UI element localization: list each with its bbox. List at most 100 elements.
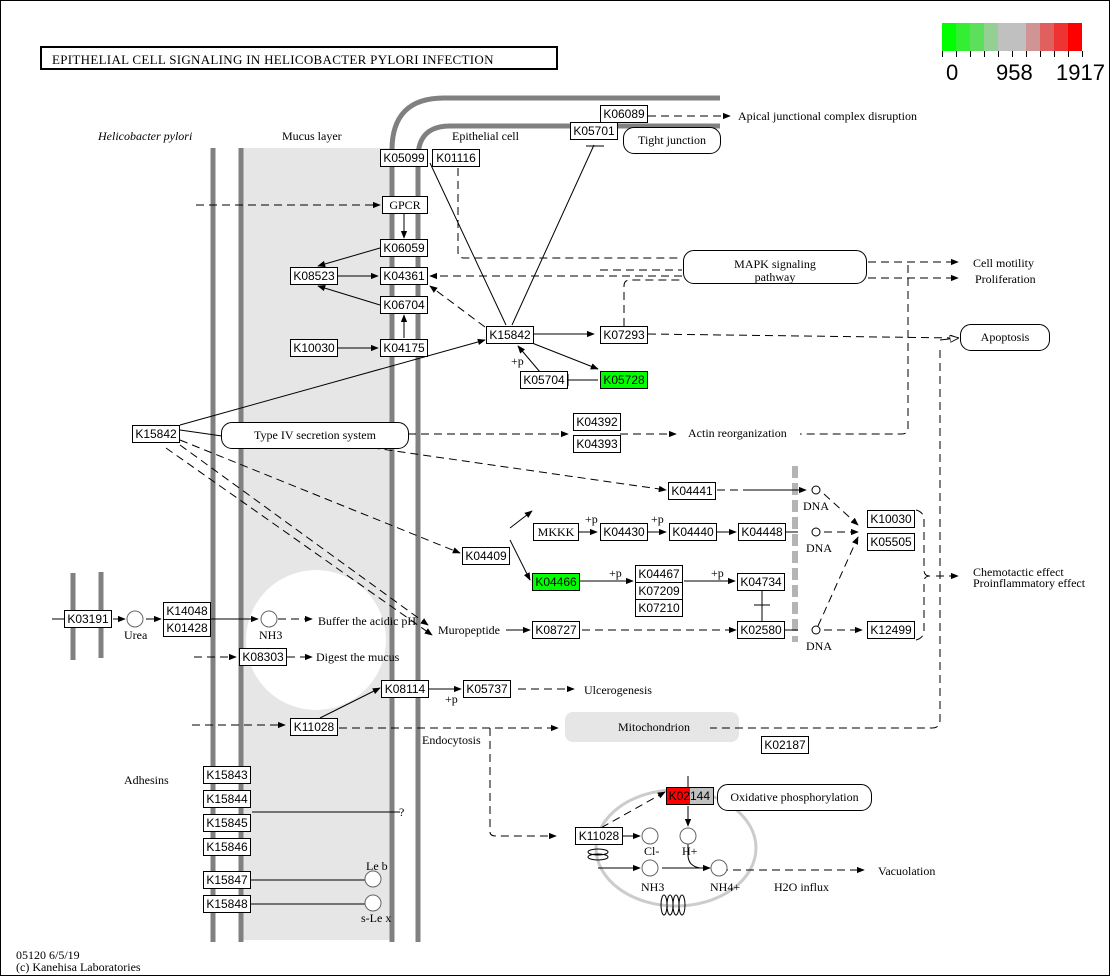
gene-node[interactable]: K15848 <box>203 895 251 913</box>
gene-node[interactable]: K04734 <box>737 573 785 591</box>
gene-node[interactable]: K04430 <box>600 523 648 541</box>
label-phosphorylation: +p <box>511 354 524 368</box>
footer-map-id: 05120 6/5/19 <box>16 948 80 962</box>
label-endocytosis: Endocytosis <box>422 733 481 747</box>
gene-node[interactable]: K15842 <box>132 425 180 443</box>
label-vacuolation: Vacuolation <box>878 864 936 878</box>
label-nh3-vacuole: NH3 <box>641 880 665 894</box>
legend-tick <box>998 51 999 57</box>
gene-node[interactable]: K05505 <box>867 533 915 551</box>
legend-swatch <box>1012 23 1026 51</box>
label-cell-motility: Cell motility <box>973 256 1035 270</box>
gene-node[interactable]: K04448 <box>738 523 786 541</box>
gene-node[interactable]: K08523 <box>290 267 338 285</box>
pathway-link-mapk[interactable]: MAPK signaling pathway <box>683 250 867 284</box>
legend-swatch <box>1054 23 1068 51</box>
gene-node[interactable]: K04440 <box>669 523 717 541</box>
legend-swatch <box>956 23 970 51</box>
gene-node[interactable]: K08114 <box>381 680 429 698</box>
gene-node[interactable]: K06704 <box>380 296 428 314</box>
gene-node[interactable]: K07210 <box>635 599 683 617</box>
gene-node[interactable]: K05737 <box>463 680 511 698</box>
label-phosphorylation: +p <box>651 512 664 526</box>
gene-node[interactable]: K05099 <box>380 149 428 167</box>
gene-node[interactable]: K05701 <box>570 122 618 140</box>
pathway-link-oxphos[interactable]: Oxidative phosphorylation <box>717 784 872 811</box>
gene-node[interactable]: K04175 <box>380 339 428 357</box>
label-digest-mucus: Digest the mucus <box>316 650 400 664</box>
legend-tick <box>1040 51 1041 57</box>
gene-node[interactable]: K14048 <box>163 602 211 620</box>
legend-tick <box>1054 51 1055 57</box>
gene-node[interactable]: K15843 <box>203 766 251 784</box>
gene-node[interactable]: K06059 <box>380 239 428 257</box>
label-dna: DNA <box>806 541 832 555</box>
gene-node[interactable]: K15842 <box>486 326 534 344</box>
gene-node[interactable]: K15844 <box>203 790 251 808</box>
legend-tick <box>1012 51 1013 57</box>
gene-node[interactable]: K04409 <box>462 547 510 565</box>
gene-node[interactable]: K01116 <box>432 149 480 167</box>
gene-node[interactable]: K08727 <box>532 621 580 639</box>
gene-node[interactable]: K11028 <box>290 718 338 736</box>
legend-swatch <box>998 23 1012 51</box>
pathway-link-type4-secretion[interactable]: Type IV secretion system <box>221 422 409 449</box>
gene-node[interactable]: GPCR <box>382 196 428 214</box>
label-nh4: NH4+ <box>710 880 741 894</box>
pathway-link-apoptosis[interactable]: Apoptosis <box>960 324 1050 351</box>
gene-node[interactable]: K10030 <box>290 339 338 357</box>
gene-node[interactable]: K04393 <box>573 435 621 453</box>
gene-node[interactable]: K10030 <box>867 510 915 528</box>
gene-node[interactable]: K15846 <box>203 838 251 856</box>
gene-node[interactable]: MKKK <box>533 523 579 541</box>
k02144-neutral-segment: 144 <box>690 788 713 804</box>
gene-node[interactable]: K07293 <box>600 326 648 344</box>
gene-node[interactable]: K04467 <box>635 565 683 583</box>
mapk-label-line1: MAPK signaling <box>734 257 816 271</box>
region-helicobacter: Helicobacter pylori <box>98 129 193 143</box>
gene-node[interactable]: K02187 <box>761 736 809 754</box>
gene-node-highlighted[interactable]: K04466 <box>532 573 580 591</box>
region-adhesins: Adhesins <box>124 773 169 787</box>
legend-tick <box>942 51 943 57</box>
legend-swatch <box>1040 23 1054 51</box>
label-h2o-influx: H2O influx <box>774 880 829 894</box>
legend-tick <box>1082 51 1083 57</box>
gene-node[interactable]: K15847 <box>203 871 251 889</box>
legend-swatch <box>970 23 984 51</box>
label-phosphorylation: +p <box>609 566 622 580</box>
gene-node[interactable]: K07209 <box>635 582 683 600</box>
gene-node[interactable]: K04392 <box>573 413 621 431</box>
legend-tick <box>956 51 957 57</box>
gene-node[interactable]: K08303 <box>239 648 287 666</box>
gene-node[interactable]: K04441 <box>668 482 716 500</box>
gene-node-split[interactable]: K02 144 <box>666 787 714 805</box>
gene-node[interactable]: K12499 <box>867 621 915 639</box>
label-proinflammatory: Proinflammatory effect <box>973 576 1086 590</box>
pathway-title: EPITHELIAL CELL SIGNALING IN HELICOBACTE… <box>40 46 558 70</box>
gene-node-highlighted[interactable]: K05728 <box>600 371 648 389</box>
gene-node[interactable]: K02580 <box>737 621 785 639</box>
gene-node[interactable]: K03191 <box>64 610 112 628</box>
label-sialyl-lewis-x: s-Le x <box>361 911 392 925</box>
pathway-link-tight-junction[interactable]: Tight junction <box>623 127 721 154</box>
label-proliferation: Proliferation <box>975 272 1036 286</box>
gene-node[interactable]: K15845 <box>203 814 251 832</box>
label-dna: DNA <box>806 639 832 653</box>
legend-min: 0 <box>946 60 959 85</box>
gene-node[interactable]: K04361 <box>380 267 428 285</box>
mapk-label-line2: pathway <box>754 270 796 284</box>
footer-copyright: (c) Kanehisa Laboratories <box>16 960 141 974</box>
gene-node[interactable]: K05704 <box>520 371 568 389</box>
gene-node[interactable]: K01428 <box>163 619 211 637</box>
pathway-link-mitochondrion[interactable]: Mitochondrion <box>618 720 690 734</box>
legend-tick <box>970 51 971 57</box>
label-urea: Urea <box>124 628 148 642</box>
label-nh3: NH3 <box>259 628 283 642</box>
gene-node[interactable]: K11028 <box>575 827 623 845</box>
gene-node[interactable]: K06089 <box>600 105 648 123</box>
region-epithelial: Epithelial cell <box>452 129 519 143</box>
label-buffer-ph: Buffer the acidic pH <box>318 614 417 628</box>
label-phosphorylation: +p <box>711 566 724 580</box>
mitochondrion-bg <box>565 712 739 742</box>
